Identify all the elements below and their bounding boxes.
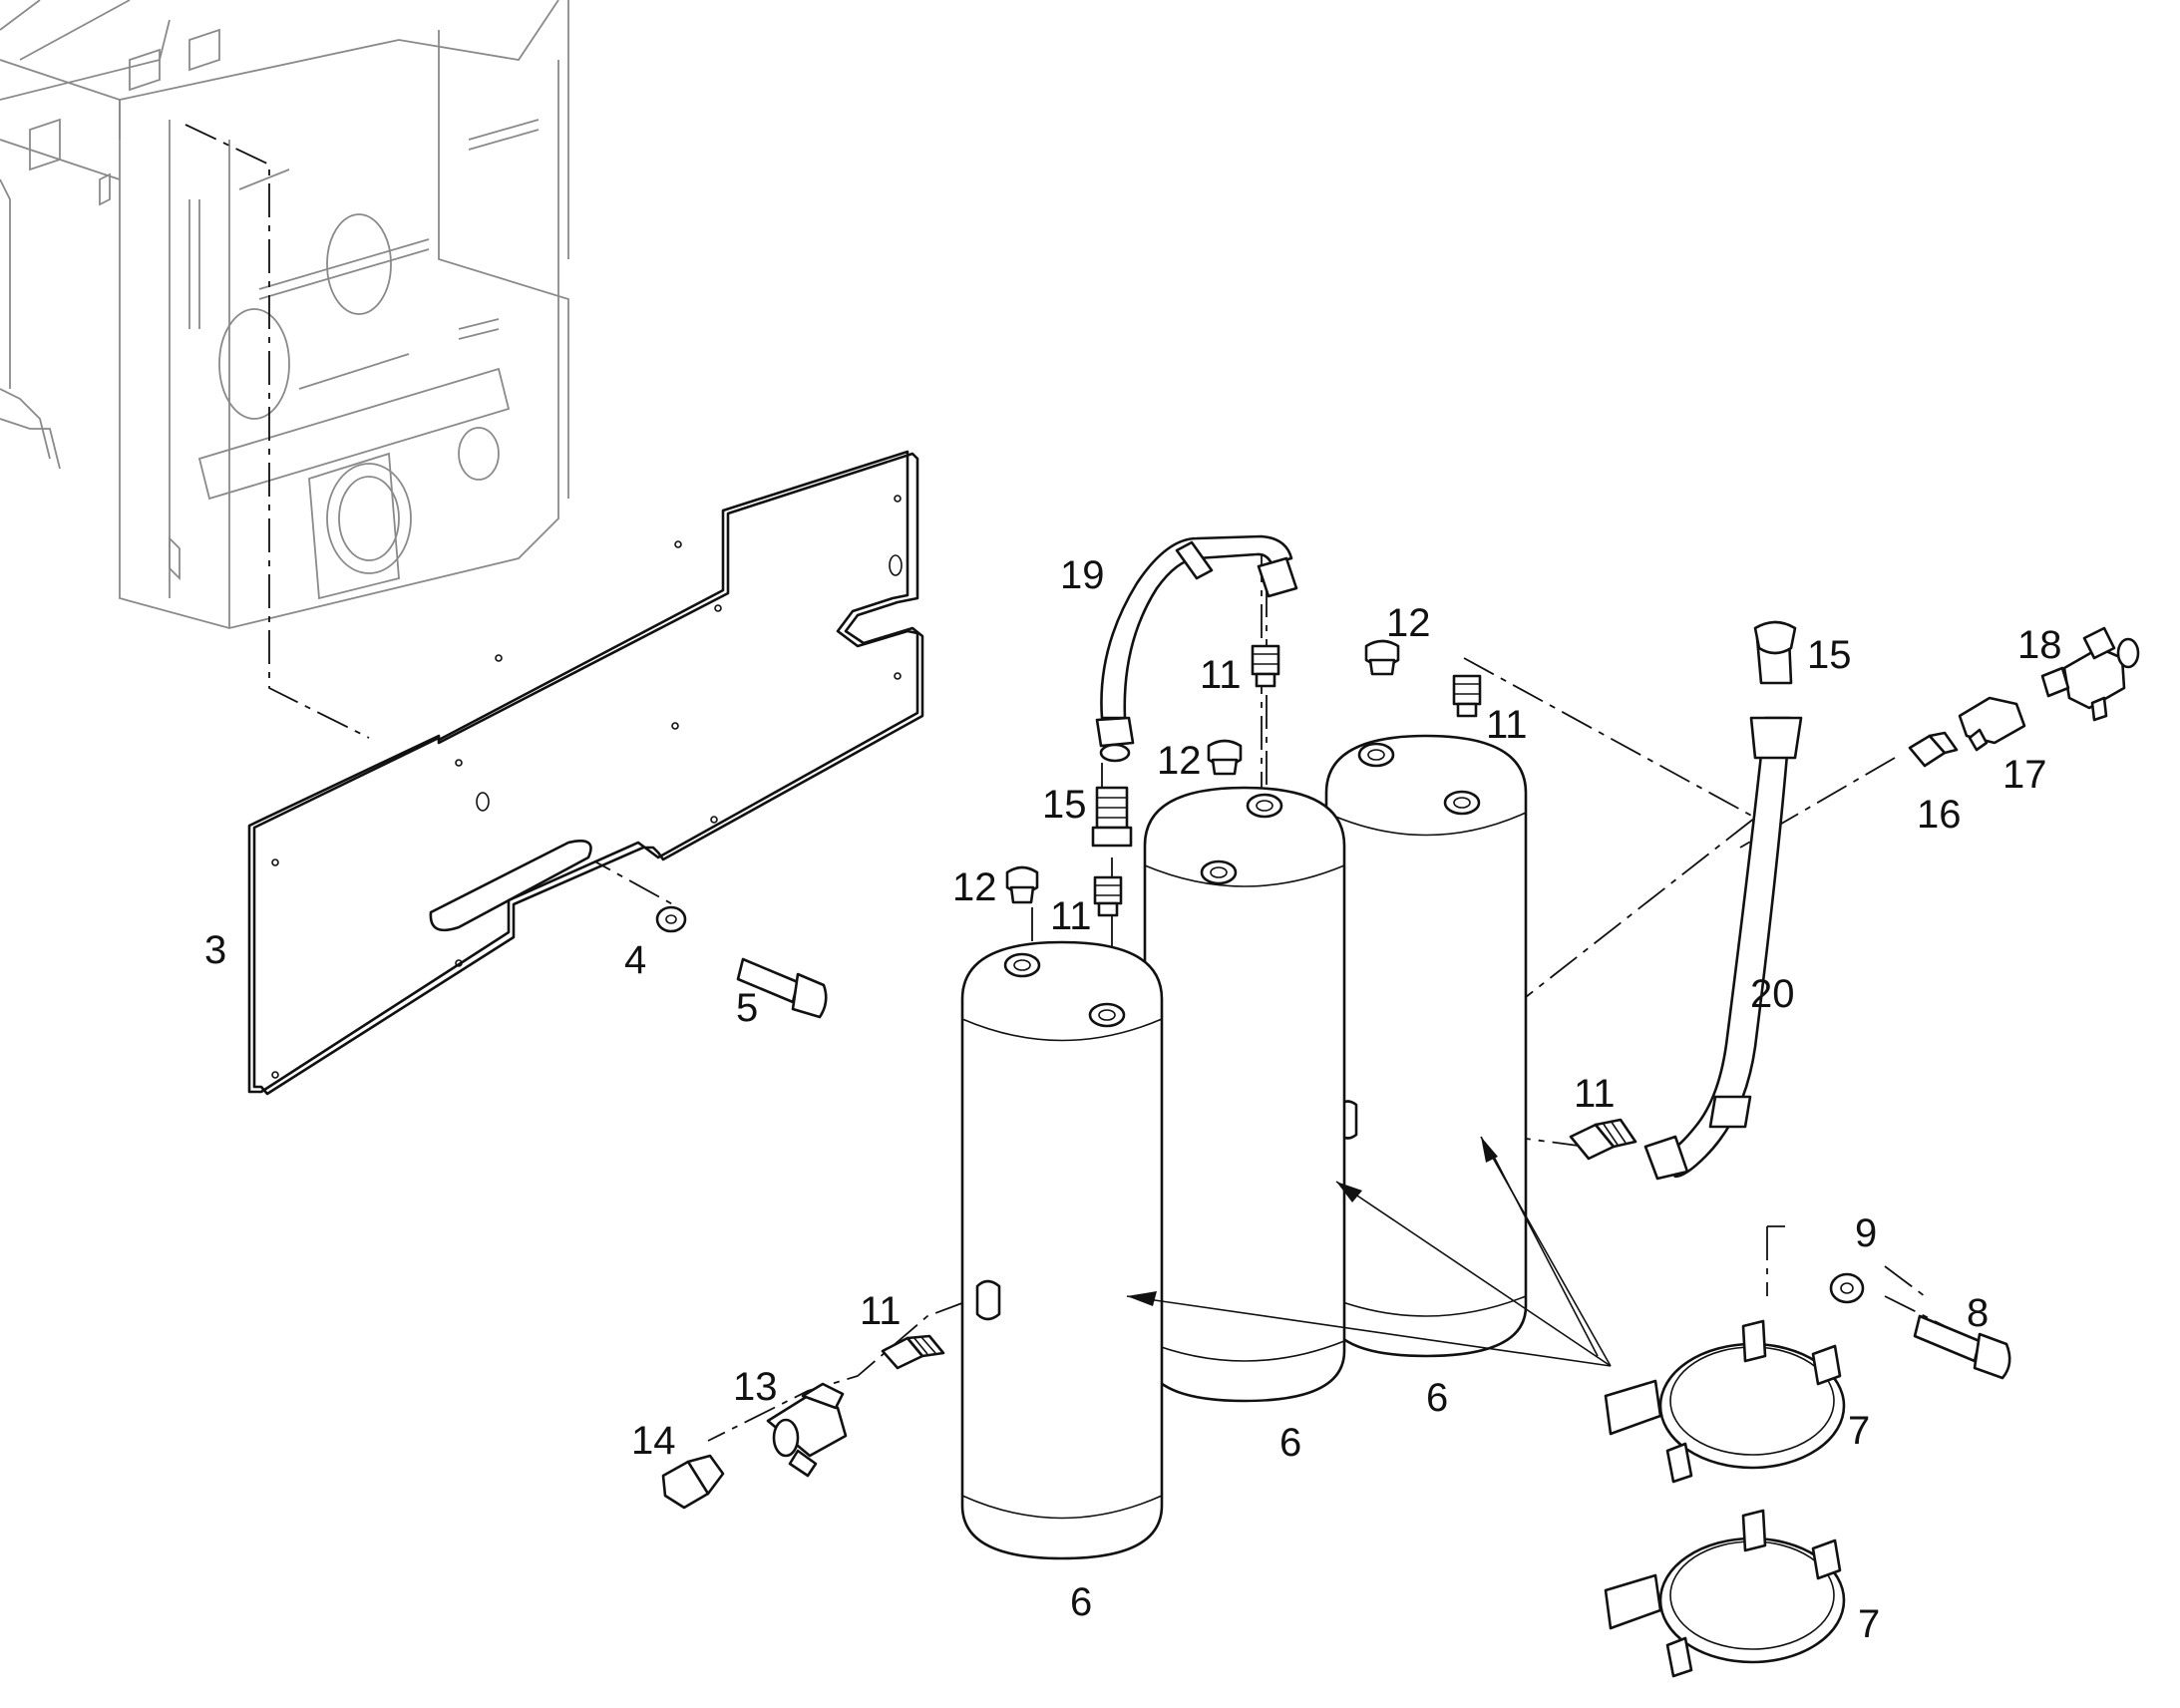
callout-11-top-front: 11 [1050, 894, 1092, 938]
plug-12-front [1005, 865, 1039, 904]
fitting-11-top-front [1093, 875, 1123, 917]
callout-6-front: 6 [1070, 1580, 1092, 1624]
callout-6-middle: 6 [1279, 1421, 1301, 1465]
plug-12-rear [1364, 639, 1400, 676]
bolt-5 [736, 957, 828, 1019]
callout-7-lower: 7 [1858, 1602, 1880, 1646]
fitting-11-side-front [881, 1334, 945, 1370]
nut-17 [1958, 696, 2026, 752]
cylinder-rear [1324, 734, 1528, 1358]
callout-12-front: 12 [952, 865, 997, 909]
callout-5: 5 [736, 986, 758, 1030]
cylinder-middle [1143, 786, 1346, 1403]
bolt-8 [1913, 1314, 2011, 1380]
callout-labels: 3 4 5 6 6 6 7 7 8 9 11 11 11 11 11 12 12… [204, 553, 2062, 1646]
callout-11-top-rear: 11 [1486, 703, 1528, 747]
fitting-11-top-rear [1452, 674, 1482, 718]
callout-18: 18 [2017, 623, 2062, 667]
mounting-plate [247, 450, 924, 1096]
callout-12-rear: 12 [1386, 601, 1431, 645]
washer-9 [1829, 1272, 1865, 1304]
callout-16: 16 [1917, 793, 1962, 837]
hose-20 [1643, 620, 1803, 1181]
callout-11-side-front: 11 [860, 1289, 902, 1333]
plug-12-middle [1207, 739, 1243, 776]
leader-arrows [1126, 1136, 1612, 1367]
callout-9: 9 [1855, 1211, 1877, 1255]
tee-18 [2040, 626, 2140, 722]
cylinder-front [960, 940, 1164, 1560]
callout-17: 17 [2002, 753, 2047, 797]
callout-13: 13 [733, 1365, 778, 1409]
callout-8: 8 [1967, 1291, 1989, 1335]
callout-7-upper: 7 [1848, 1409, 1870, 1453]
fitting-11-side-rear [1569, 1118, 1637, 1161]
callout-20: 20 [1750, 972, 1795, 1016]
fitting-11-top-middle [1251, 644, 1280, 688]
callout-15-middle: 15 [1042, 783, 1087, 827]
tee-13 [766, 1382, 848, 1478]
callout-4: 4 [624, 938, 646, 982]
fitting-14 [661, 1454, 725, 1510]
machine-frame [0, 0, 569, 629]
callout-15-hose: 15 [1807, 633, 1852, 677]
fitting-15-middle [1091, 786, 1133, 848]
clamp-7-upper [1604, 1319, 1846, 1484]
callout-11-top-middle: 11 [1200, 653, 1242, 697]
callout-6-rear: 6 [1426, 1376, 1448, 1420]
callout-3: 3 [204, 928, 226, 972]
fitting-16 [1908, 731, 1959, 768]
callout-12-middle: 12 [1157, 739, 1202, 783]
clamp-7-lower [1604, 1509, 1846, 1678]
callout-11-side-rear: 11 [1574, 1072, 1616, 1116]
washer-4 [655, 905, 687, 933]
hose-19 [1095, 534, 1298, 763]
callout-19: 19 [1060, 553, 1105, 597]
callout-14: 14 [631, 1419, 676, 1463]
